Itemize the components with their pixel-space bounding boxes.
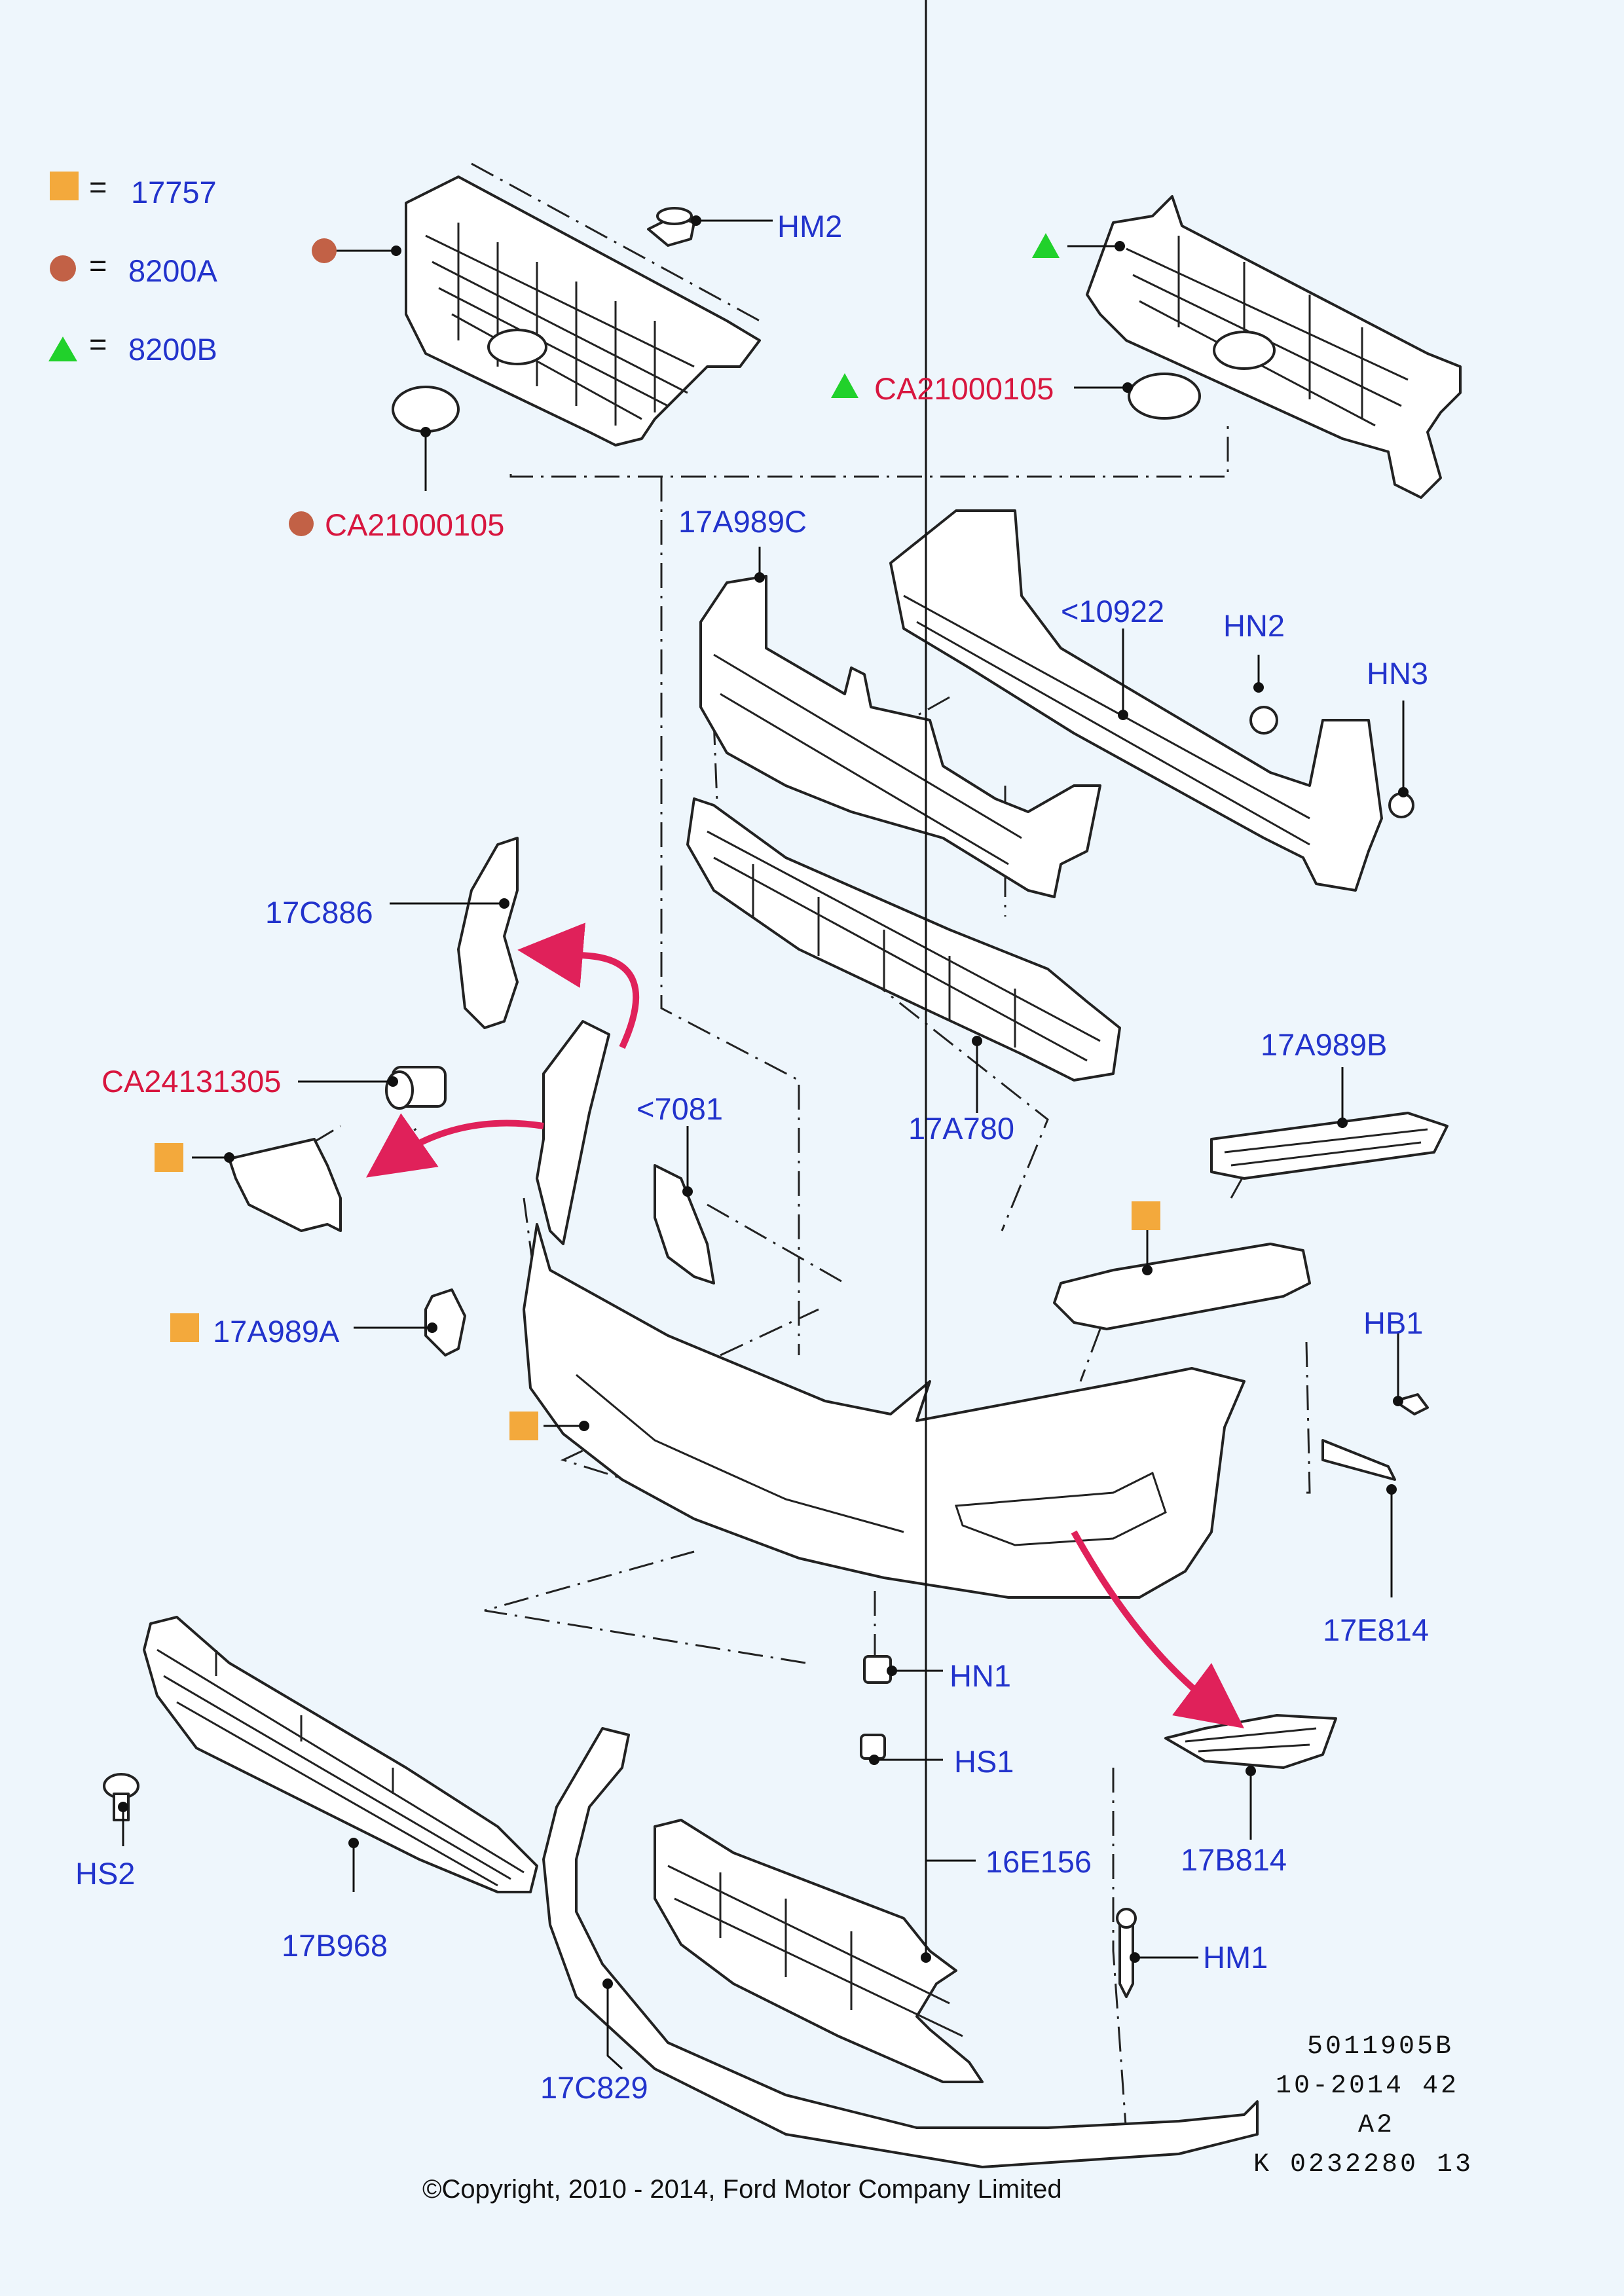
bracket-17c886 [457,837,519,1029]
label-16e156: 16E156 [986,1844,1092,1879]
label-hb1: HB1 [1363,1305,1423,1340]
label-hn1: HN1 [950,1658,1011,1693]
leader-lines [118,0,1409,2070]
cap-17a989a [424,1288,466,1357]
impact-beam-10922 [889,509,1414,892]
spoiler-17c829 [542,1727,1259,2168]
trim-7081 [654,1164,715,1285]
part-labels: HM2 CA21000105 CA21000105 17A989C <10922… [75,209,1429,2105]
legend-code-8200a: 8200A [128,253,218,288]
fasteners-hn1-hs1 [860,1655,892,1760]
reinforcement-17a989c [699,575,1101,898]
copyright-notice: ©Copyright, 2010 - 2014, Ford Motor Comp… [422,2175,1062,2204]
sensor-ca24131305 [385,1066,447,1110]
legend-code-17757: 17757 [131,175,217,210]
arrow-to-sensor-bracket [366,1113,544,1178]
legend-triangle-symbol [48,337,77,361]
label-7081: <7081 [637,1091,723,1126]
side-bracket [536,1020,610,1245]
meta-line-4: K 0232280 13 [1253,2150,1473,2179]
meta-line-3: A2 [1358,2111,1395,2140]
legend-circle-symbol [50,255,76,282]
callout-circle-8200a-grille [312,238,337,263]
label-17a989a: 17A989A [213,1314,340,1349]
callout-square-sensor-bracket [155,1143,183,1172]
label-hm1: HM1 [1203,1940,1268,1975]
label-17c886: 17C886 [265,895,373,930]
legend-code-8200b: 8200B [128,332,217,367]
legend: = 17757 = 8200A = 8200B [48,170,218,367]
bracket-17e814 [1321,1393,1429,1481]
callout-square-bumper [509,1412,538,1440]
lower-insert-16e156 [654,1819,984,2083]
arrow-to-17c886 [517,922,640,1049]
legend-equals-1: = [89,170,107,204]
lamp-17757 [1053,1243,1311,1330]
label-17e814: 17E814 [1323,1613,1429,1647]
label-ca21000105-right: CA21000105 [874,371,1054,406]
lower-grille-17b968 [143,1616,538,1893]
hm1-rivet [1116,1908,1137,1998]
meta-line-2: 10-2014 42 [1276,2071,1459,2101]
label-ca21000105-left: CA21000105 [325,507,504,542]
meta-line-1: 5011905B [1307,2032,1454,2062]
legend-equals-3: = [89,327,107,361]
hm2-clip [647,207,695,247]
legend-equals-2: = [89,248,107,283]
direction-arrows [366,922,1244,1729]
upper-grille-8200a [392,175,761,446]
absorber-17a780 [686,797,1121,1082]
label-ca24131305: CA24131305 [101,1064,281,1099]
callout-triangle-8200b-grille [1032,233,1060,258]
label-hn3: HN3 [1367,656,1428,691]
callout-symbols [155,233,1160,1440]
label-hm2: HM2 [777,209,842,244]
label-17b814: 17B814 [1181,1842,1287,1877]
label-17a989c: 17A989C [678,504,807,539]
arrow-to-17b814 [1071,1530,1244,1729]
label-10922: <10922 [1061,594,1164,629]
upper-grille-8200b [1086,195,1462,499]
callout-triangle-8200b-emblem [831,373,858,398]
label-hn2: HN2 [1223,608,1285,643]
label-hs1: HS1 [954,1744,1014,1779]
label-17c829: 17C829 [540,2070,648,2105]
label-17a780: 17A780 [908,1111,1014,1146]
label-17b968: 17B968 [282,1928,388,1963]
legend-square-symbol [50,172,79,200]
label-hs2: HS2 [75,1856,135,1891]
diagram-meta: 5011905B 10-2014 42 A2 K 0232280 13 [1253,2032,1473,2179]
hs2-screw [103,1773,139,1821]
label-17a989b: 17A989B [1261,1027,1387,1062]
callout-circle-8200a-emblem [289,511,314,536]
fog-cover-17b814 [1164,1714,1337,1769]
sensor-bracket-17757 [228,1138,342,1232]
callout-square-lamp [1132,1201,1160,1230]
grille-insert-17a989b [1210,1112,1449,1180]
front-bumper-cover [523,1223,1246,1599]
callout-square-17a989a [170,1313,199,1342]
